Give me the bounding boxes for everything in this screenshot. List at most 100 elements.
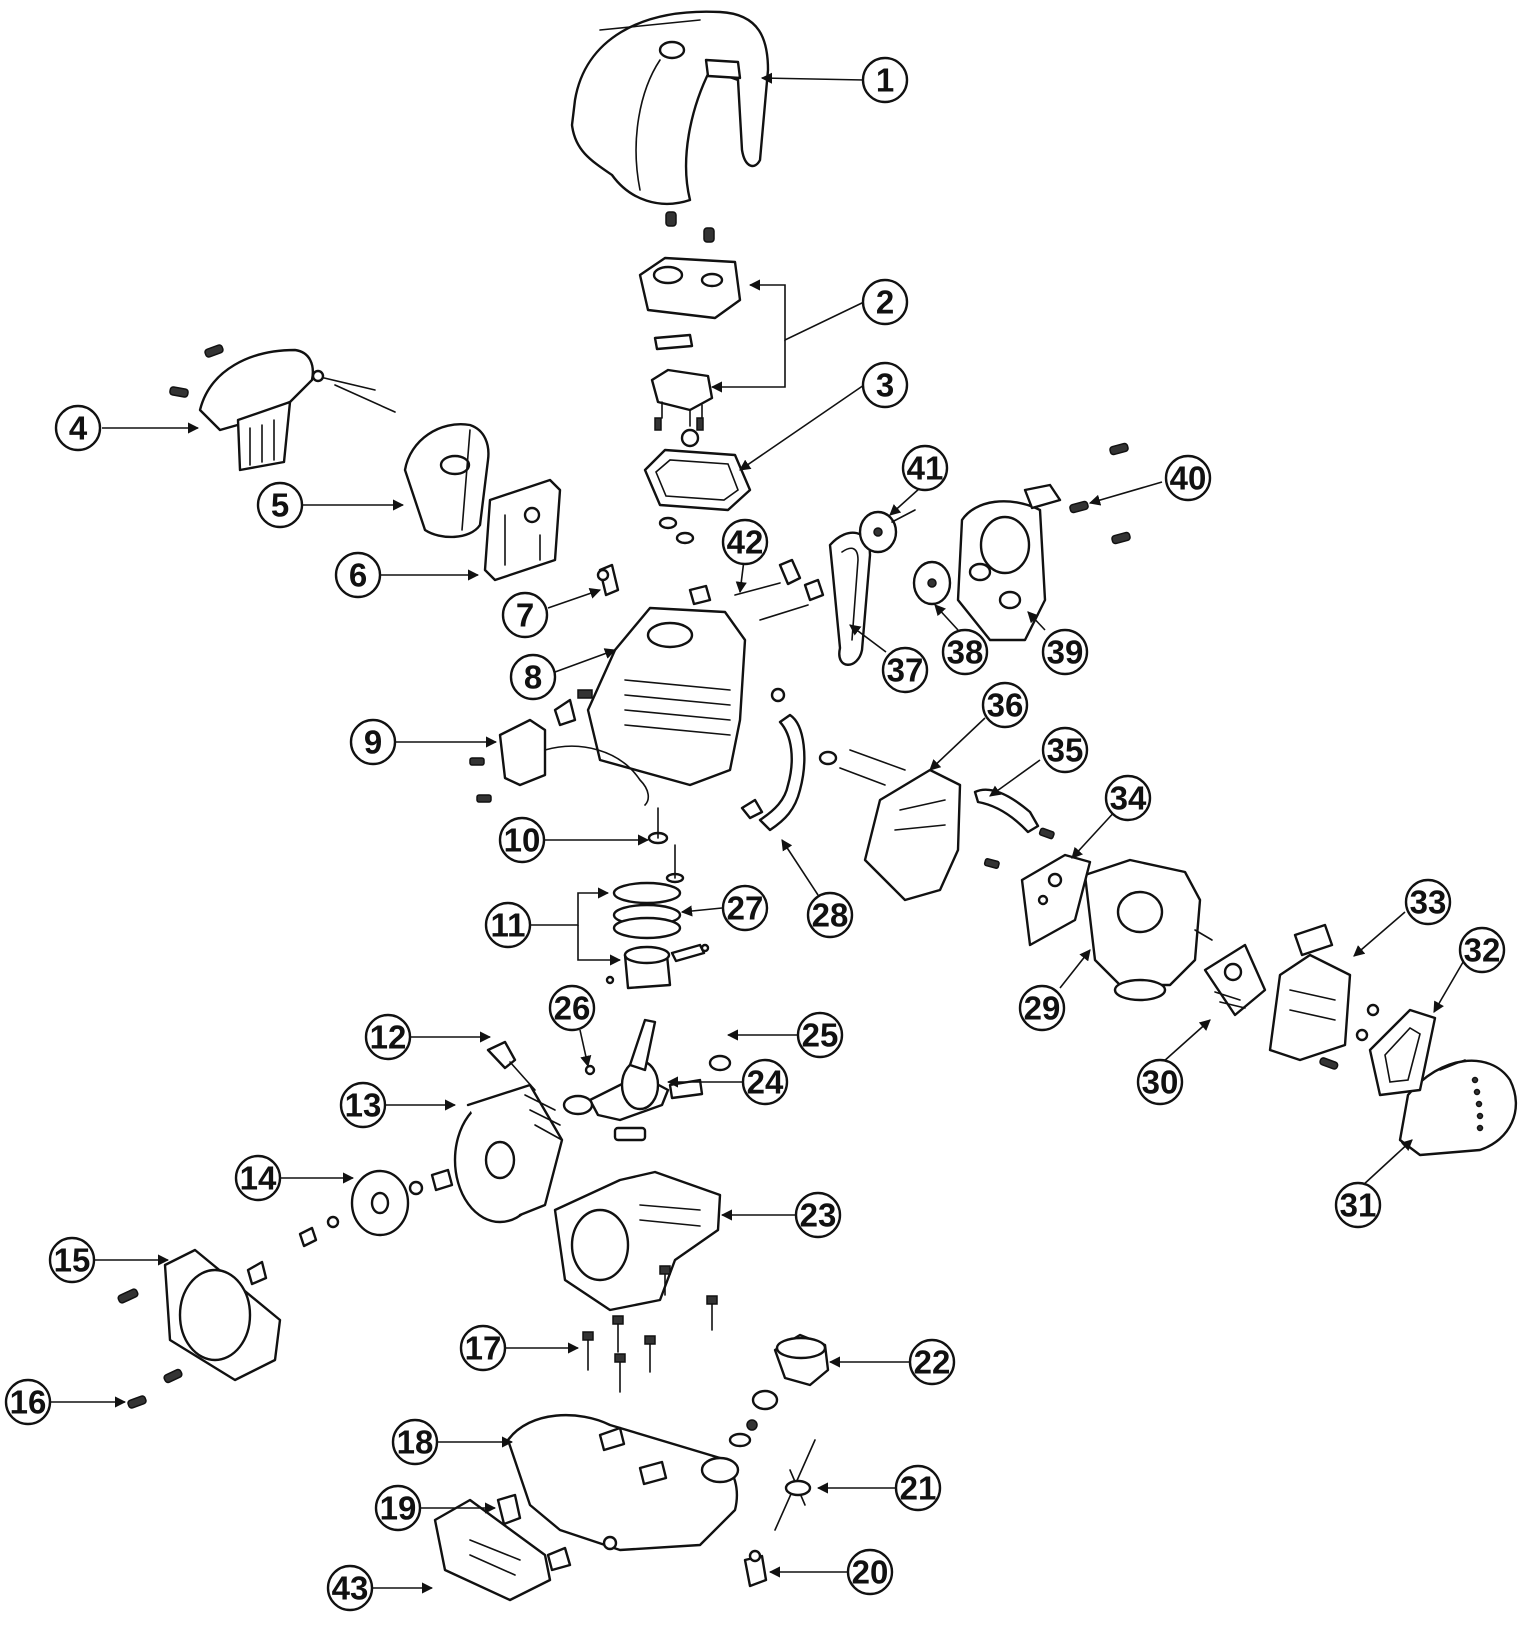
svg-text:37: 37 — [887, 652, 924, 689]
part-15-clutch-housing — [117, 1248, 282, 1384]
leader-28 — [781, 839, 819, 896]
svg-text:39: 39 — [1047, 634, 1084, 671]
part-18-fuel-tank — [506, 1414, 740, 1552]
part-22-fuel-cap — [728, 1333, 830, 1448]
svg-text:32: 32 — [1464, 932, 1501, 969]
svg-text:10: 10 — [504, 822, 541, 859]
part-38-gear — [912, 560, 952, 606]
leader-2b — [710, 340, 786, 393]
parts-layer — [117, 10, 1518, 1602]
leader-39 — [1027, 611, 1046, 631]
part-11-piston — [605, 881, 710, 990]
callout-34: 34 — [1104, 774, 1152, 822]
part-34-insulator-gasket — [1020, 853, 1092, 947]
part-4-muffler-shield — [169, 344, 396, 472]
leader-3 — [739, 384, 865, 471]
svg-text:4: 4 — [69, 410, 88, 447]
part-3-gasket — [643, 448, 752, 545]
svg-text:41: 41 — [907, 450, 944, 487]
leader-36 — [929, 717, 986, 771]
callout-21: 21 — [894, 1464, 942, 1512]
svg-text:9: 9 — [364, 724, 382, 761]
svg-text:31: 31 — [1340, 1187, 1377, 1224]
part-5-muffler — [403, 423, 490, 539]
svg-text:36: 36 — [987, 687, 1024, 724]
leader-40 — [1088, 481, 1163, 506]
callout-17: 17 — [459, 1324, 507, 1372]
callout-43: 43 — [326, 1564, 374, 1612]
leader-11a — [530, 887, 610, 926]
svg-text:24: 24 — [747, 1064, 784, 1101]
part-7-spark-plug — [596, 563, 620, 597]
callout-10: 10 — [498, 816, 546, 864]
leader-35 — [989, 759, 1041, 797]
leader-7 — [547, 588, 602, 609]
callout-33: 33 — [1404, 878, 1452, 926]
callout-40: 40 — [1164, 454, 1212, 502]
svg-text:26: 26 — [554, 990, 591, 1027]
leader-27 — [680, 905, 723, 917]
callout-19: 19 — [374, 1484, 422, 1532]
svg-text:6: 6 — [349, 557, 367, 594]
part-28-hose — [740, 713, 806, 832]
callout-4: 4 — [54, 404, 102, 452]
part-31-air-filter-cover — [1398, 1059, 1518, 1157]
callout-9: 9 — [349, 718, 397, 766]
callout-42: 42 — [721, 518, 769, 566]
svg-text:27: 27 — [727, 890, 764, 927]
leader-30 — [1162, 1019, 1211, 1063]
svg-text:42: 42 — [727, 524, 764, 561]
leader-34 — [1071, 807, 1119, 859]
part-14-clutch — [298, 1168, 454, 1248]
svg-text:34: 34 — [1110, 780, 1147, 817]
part-39-recoil-starter — [956, 483, 1062, 642]
part-37-timing-belt — [828, 531, 872, 666]
svg-text:23: 23 — [800, 1197, 837, 1234]
part-8-cylinder-block — [577, 606, 786, 787]
part-16-screw — [127, 1395, 147, 1409]
leader-38 — [934, 604, 959, 631]
svg-text:16: 16 — [10, 1384, 47, 1421]
part-40-screws — [1069, 442, 1131, 545]
svg-text:18: 18 — [397, 1424, 434, 1461]
callout-32: 32 — [1458, 926, 1506, 974]
callout-11: 11 — [484, 901, 532, 949]
svg-text:21: 21 — [900, 1470, 937, 1507]
part-10-valves — [647, 807, 685, 884]
part-12-sensor — [486, 1040, 536, 1091]
part-1-top-cover — [570, 10, 770, 205]
svg-text:13: 13 — [345, 1087, 382, 1124]
svg-text:7: 7 — [516, 597, 534, 634]
callout-24: 24 — [741, 1058, 789, 1106]
callout-23: 23 — [794, 1191, 842, 1239]
svg-text:40: 40 — [1170, 460, 1207, 497]
callout-27: 27 — [721, 884, 769, 932]
part-23-crankcase — [553, 1126, 722, 1331]
callout-39: 39 — [1041, 628, 1089, 676]
callout-5: 5 — [256, 481, 304, 529]
callout-8: 8 — [509, 653, 557, 701]
callout-29: 29 — [1018, 984, 1066, 1032]
svg-text:12: 12 — [370, 1019, 407, 1056]
callout-37: 37 — [881, 646, 929, 694]
leader-37 — [849, 624, 887, 653]
callout-18: 18 — [391, 1418, 439, 1466]
part-41-pulley — [858, 509, 916, 554]
callout-7: 7 — [501, 591, 549, 639]
svg-text:29: 29 — [1024, 990, 1061, 1027]
callout-20: 20 — [846, 1548, 894, 1596]
callout-28: 28 — [806, 891, 854, 939]
svg-text:30: 30 — [1142, 1064, 1179, 1101]
part-24-crankshaft — [562, 1018, 732, 1122]
svg-text:1: 1 — [876, 62, 894, 99]
leader-42 — [735, 559, 747, 594]
callout-22: 22 — [908, 1338, 956, 1386]
callout-6: 6 — [334, 551, 382, 599]
svg-text:33: 33 — [1410, 884, 1447, 921]
svg-text:5: 5 — [271, 487, 289, 524]
part-20-fuel-filter — [743, 1549, 768, 1588]
part-17-bolts — [582, 1315, 656, 1393]
callout-25: 25 — [796, 1011, 844, 1059]
callout-1: 1 — [861, 56, 909, 104]
callout-12: 12 — [364, 1013, 412, 1061]
